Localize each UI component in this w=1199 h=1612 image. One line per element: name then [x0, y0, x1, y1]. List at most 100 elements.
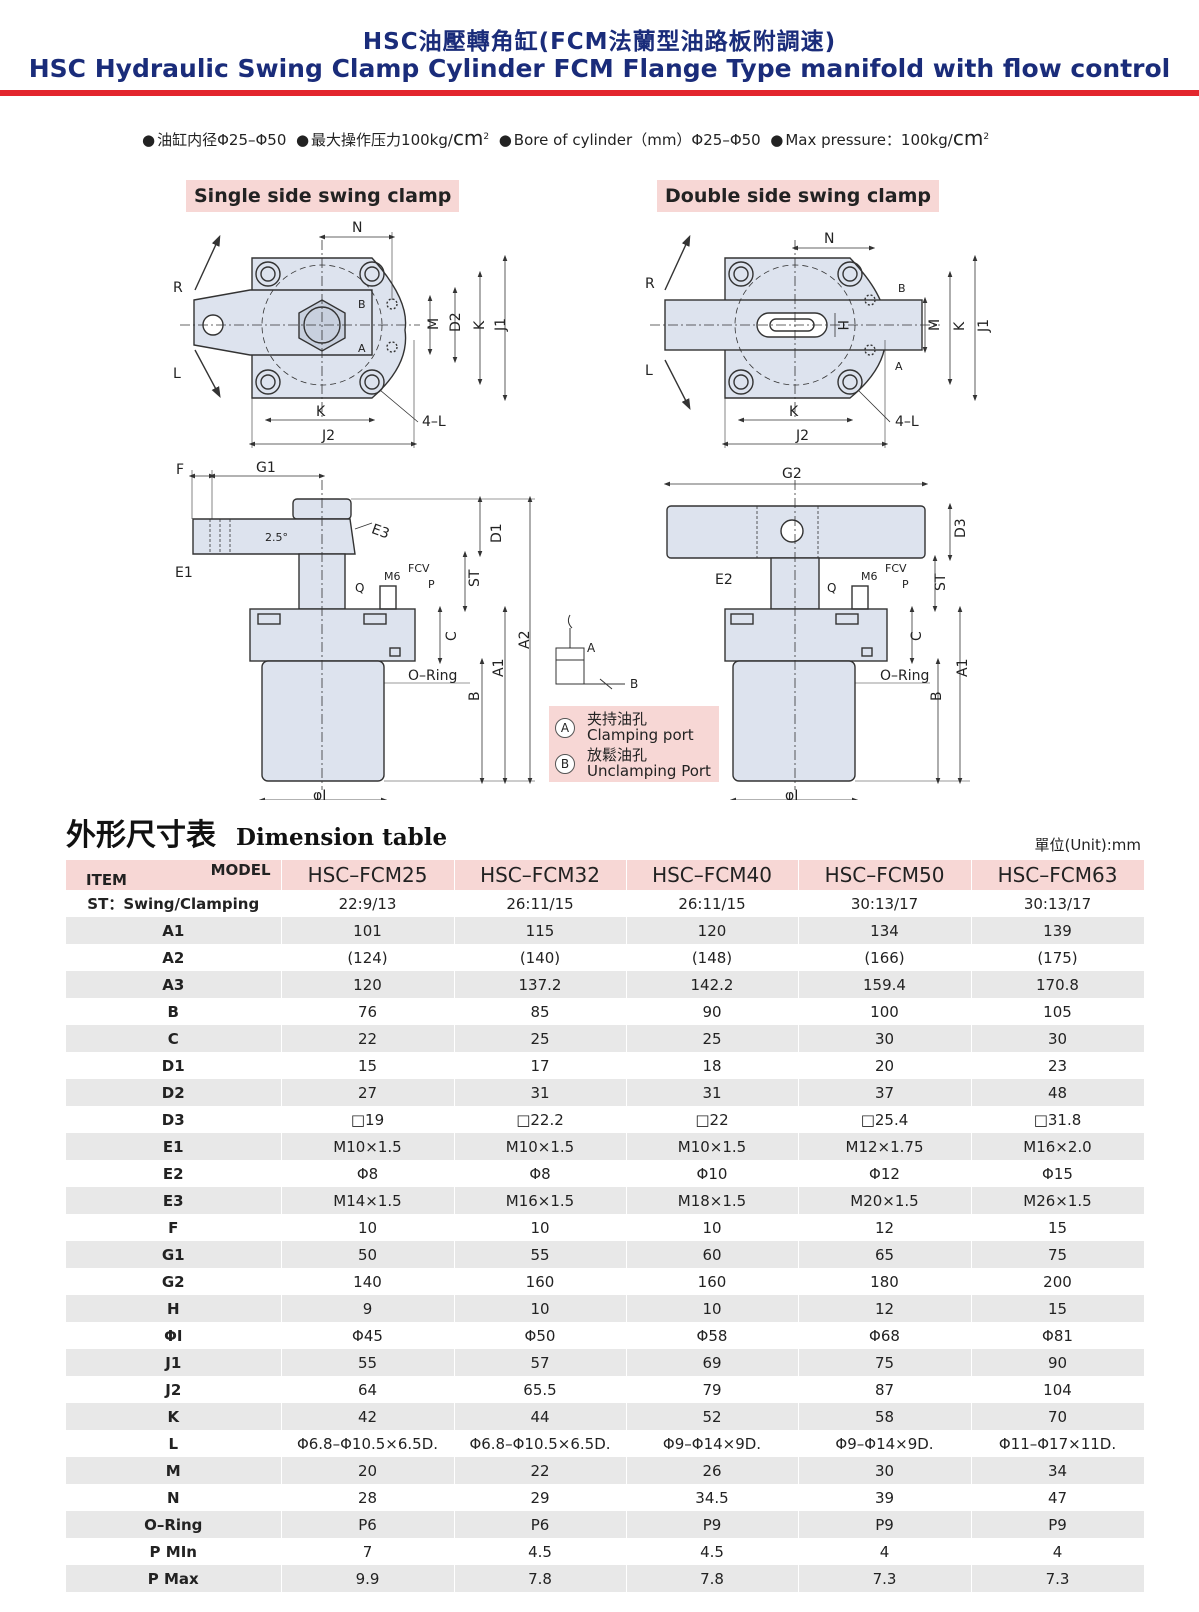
table-cell: 65.5	[454, 1376, 627, 1403]
dim-label: A2	[517, 631, 533, 649]
legend-zh: 放鬆油孔	[587, 746, 648, 764]
row-item-label: P Max	[66, 1565, 282, 1592]
table-row: D3□19□22.2□22□25.4□31.8	[66, 1106, 1145, 1133]
table-cell: □19	[281, 1106, 455, 1133]
table-cell: 4	[971, 1538, 1145, 1565]
page-title-zh: HSC油壓轉角缸(FCM法蘭型油路板附調速)	[362, 29, 837, 55]
dim-label: G1	[256, 460, 276, 476]
table-cell: 79	[626, 1376, 799, 1403]
spec-bore-zh: 油缸内径Φ25–Φ50	[157, 131, 287, 149]
table-cell: 20	[798, 1052, 972, 1079]
dim-label: R	[645, 276, 655, 292]
dim-label: 4–L	[895, 414, 919, 430]
table-cell: 25	[454, 1025, 627, 1052]
dim-label: M	[426, 318, 442, 330]
table-cell: Φ68	[798, 1322, 972, 1349]
row-item-label: P MIn	[66, 1538, 282, 1565]
table-cell: 137.2	[454, 971, 627, 998]
dim-label: G2	[782, 466, 802, 482]
table-row: A2(124)(140)(148)(166)(175)	[66, 944, 1145, 971]
table-cell: 180	[798, 1268, 972, 1295]
dim-label: J1	[976, 319, 992, 333]
dim-label: K	[952, 321, 968, 331]
table-cell: 105	[971, 998, 1145, 1025]
table-cell: 60	[626, 1241, 799, 1268]
dim-label: L	[173, 366, 181, 382]
table-cell: 10	[626, 1214, 799, 1241]
row-item-label: ΦI	[66, 1322, 282, 1349]
dim-label: J1	[493, 318, 509, 332]
port-a-mark: A	[895, 360, 903, 373]
table-cell: 50	[281, 1241, 455, 1268]
table-cell: 55	[454, 1241, 627, 1268]
table-cell: M14×1.5	[281, 1187, 455, 1214]
dim-label: P	[902, 578, 909, 591]
table-cell: 200	[971, 1268, 1145, 1295]
dim-label: B	[467, 691, 483, 701]
table-cell: 140	[281, 1268, 455, 1295]
table-title-en: Dimension table	[236, 824, 448, 851]
dim-label: K	[789, 404, 799, 420]
table-cell: 100	[798, 998, 972, 1025]
table-cell: (124)	[281, 944, 455, 971]
table-cell: 30:13/17	[798, 890, 972, 917]
table-cell: 7.3	[971, 1565, 1145, 1592]
model-header: HSC–FCM63	[971, 860, 1145, 890]
row-item-label: N	[66, 1484, 282, 1511]
table-cell: M26×1.5	[971, 1187, 1145, 1214]
dim-label: J2	[795, 428, 809, 444]
table-title-zh: 外形尺寸表	[66, 818, 216, 853]
table-cell: 26:11/15	[626, 890, 799, 917]
dim-label: O–Ring	[880, 668, 929, 684]
row-item-label: A1	[66, 917, 282, 944]
dim-label: ST	[467, 569, 483, 587]
dim-label: O–Ring	[408, 668, 457, 684]
dim-label: A1	[491, 659, 507, 677]
row-item-label: J1	[66, 1349, 282, 1376]
table-cell: 12	[798, 1295, 972, 1322]
table-cell: 42	[281, 1403, 455, 1430]
table-cell: 76	[281, 998, 455, 1025]
table-cell: M10×1.5	[281, 1133, 455, 1160]
spec-line: ●油缸内径Φ25–Φ50 ●最大操作压力100kg/cm2 ●Bore of c…	[142, 126, 989, 150]
row-item-label: G1	[66, 1241, 282, 1268]
dim-label: E2	[715, 572, 733, 588]
table-cell: 55	[281, 1349, 455, 1376]
table-cell: Φ9–Φ14×9D.	[798, 1430, 972, 1457]
table-cell: 26	[626, 1457, 799, 1484]
dim-label: M6	[861, 570, 878, 583]
table-cell: (140)	[454, 944, 627, 971]
bullet-icon: ●	[295, 131, 310, 149]
single-side-view	[188, 470, 535, 800]
row-item-label: G2	[66, 1268, 282, 1295]
row-item-label: A3	[66, 971, 282, 998]
table-cell: P9	[626, 1511, 799, 1538]
legend-unclamping-port: B 放鬆油孔 Unclamping Port	[555, 748, 719, 784]
table-cell: 30	[798, 1025, 972, 1052]
row-item-label: K	[66, 1403, 282, 1430]
table-cell: 65	[798, 1241, 972, 1268]
row-item-label: E1	[66, 1133, 282, 1160]
table-cell: Φ9–Φ14×9D.	[626, 1430, 799, 1457]
row-item-label: L	[66, 1430, 282, 1457]
row-item-label: F	[66, 1214, 282, 1241]
dim-label: A1	[955, 659, 971, 677]
dim-label: N	[352, 220, 362, 236]
dim-label: K	[472, 320, 488, 330]
table-cell: 90	[971, 1349, 1145, 1376]
table-cell: 29	[454, 1484, 627, 1511]
table-cell: P9	[971, 1511, 1145, 1538]
table-cell: M10×1.5	[454, 1133, 627, 1160]
table-cell: 142.2	[626, 971, 799, 998]
table-cell: 34	[971, 1457, 1145, 1484]
table-cell: 104	[971, 1376, 1145, 1403]
table-cell: 159.4	[798, 971, 972, 998]
